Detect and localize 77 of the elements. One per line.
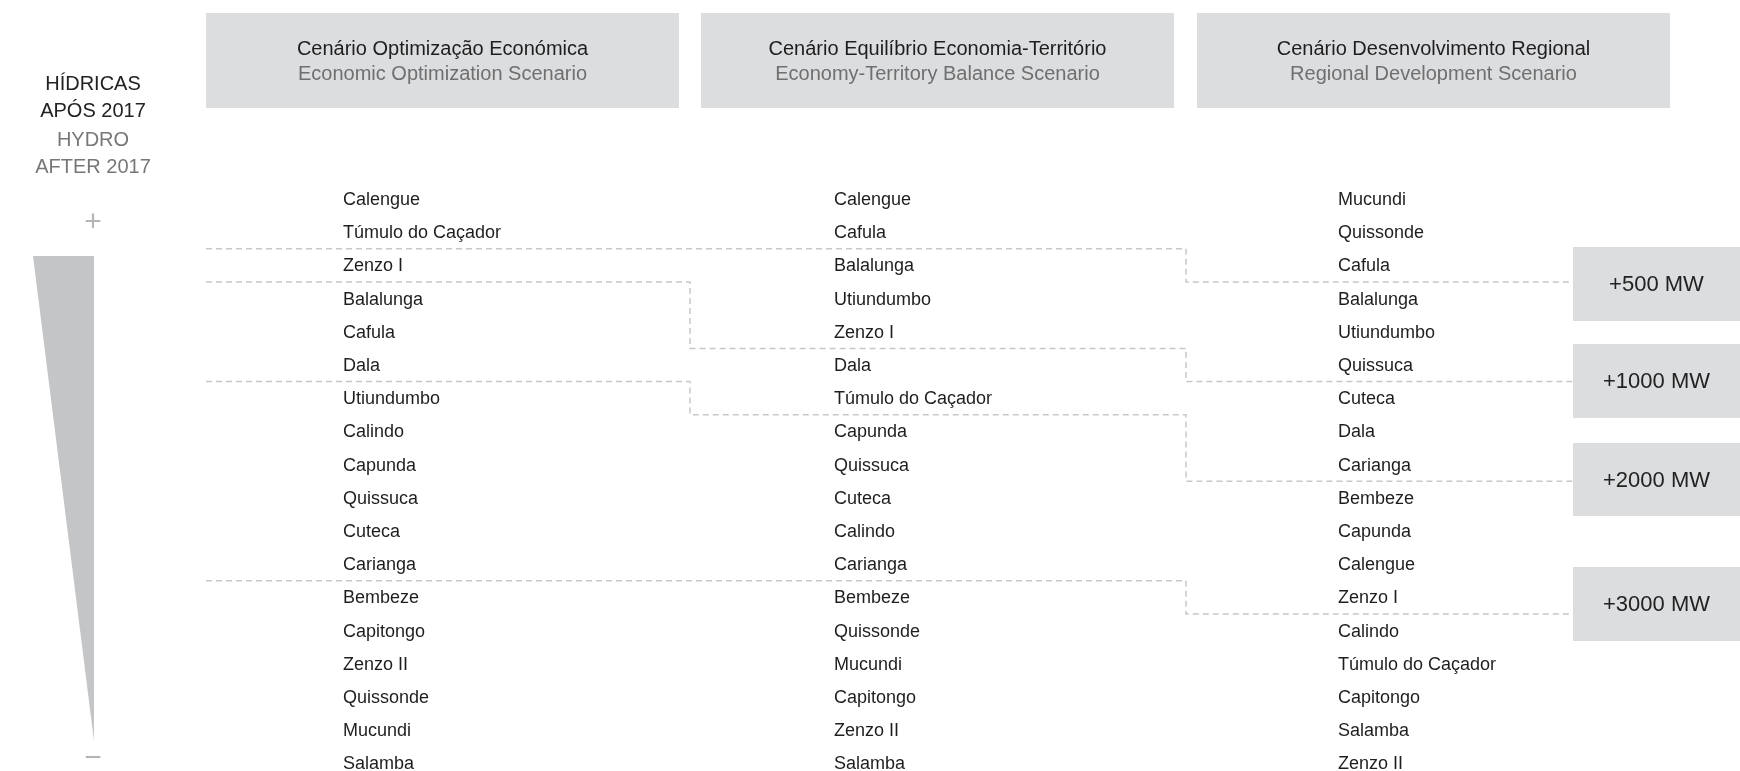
category-subtitle: HYDRO AFTER 2017 — [34, 127, 152, 179]
plant-name: Utiundumbo — [834, 289, 932, 308]
plant-name: Capunda — [1338, 522, 1412, 540]
plant-name: Bembeze — [1338, 488, 1415, 507]
plant-name: Zenzo II — [834, 721, 900, 740]
header-subtitle: Economic Optimization Scenario — [298, 60, 587, 86]
plant-name: Quissonde — [1338, 223, 1425, 242]
plant-name: Cafula — [1338, 256, 1391, 275]
plant-name: Calengue — [834, 190, 912, 208]
plant-name: Calindo — [1338, 621, 1400, 640]
plant-name: Calengue — [1338, 555, 1416, 574]
plant-name: Túmulo do Caçador — [1338, 654, 1497, 673]
capacity-label: +1000 MW — [1603, 368, 1710, 394]
plant-name: Capunda — [343, 455, 417, 474]
plant-name: Cuteca — [834, 488, 892, 507]
scenario-header — [701, 13, 1174, 108]
capacity-box — [1573, 567, 1740, 641]
plant-name: Balalunga — [834, 256, 915, 275]
plant-name: Balalunga — [343, 289, 424, 308]
capacity-box — [1573, 443, 1740, 516]
plant-name: Dala — [343, 356, 381, 374]
capacity-box — [1573, 344, 1740, 418]
plant-name: Bembeze — [343, 588, 420, 607]
header-title: Cenário Desenvolvimento Regional — [1276, 35, 1591, 61]
capacity-label: +500 MW — [1609, 271, 1704, 297]
plant-name: Salamba — [343, 754, 415, 771]
plant-name: Carianga — [343, 555, 417, 574]
plant-name: Zenzo I — [343, 256, 404, 275]
header-title: Cenário Optimização Económica — [296, 35, 589, 61]
plant-name: Quissonde — [343, 688, 430, 706]
minus-sign: − — [84, 742, 102, 771]
plant-name: Carianga — [1338, 455, 1412, 474]
plant-name: Cuteca — [343, 522, 401, 540]
plant-name: Capitongo — [834, 688, 917, 706]
plant-name: Cafula — [343, 322, 396, 341]
plant-name: Zenzo II — [343, 654, 409, 673]
plant-name: Quissuca — [343, 488, 419, 507]
plant-name: Túmulo do Caçador — [343, 223, 502, 242]
dashed-threshold-line — [205, 281, 1574, 383]
header-subtitle: Regional Development Scenario — [1290, 60, 1577, 86]
plant-name: Quissuca — [1338, 356, 1414, 374]
plant-name: Mucundi — [1338, 190, 1407, 208]
plant-name: Bembeze — [834, 588, 911, 607]
capacity-label: +2000 MW — [1603, 466, 1710, 493]
scenario-header — [1197, 13, 1670, 108]
plant-name: Calengue — [343, 190, 421, 208]
plant-name: Túmulo do Caçador — [834, 389, 993, 408]
plant-name: Capitongo — [1338, 688, 1421, 706]
plant-name: Cafula — [834, 223, 887, 242]
plant-name: Calindo — [834, 522, 896, 540]
plant-name: Salamba — [834, 754, 906, 771]
plant-name: Cuteca — [1338, 389, 1396, 408]
capacity-label: +3000 MW — [1603, 591, 1710, 617]
plant-name: Utiundumbo — [1338, 322, 1436, 341]
plant-name: Carianga — [834, 555, 908, 574]
plant-name: Quissonde — [834, 621, 921, 640]
dashed-threshold-line — [205, 380, 1574, 482]
plant-name: Dala — [834, 356, 872, 374]
plant-name: Mucundi — [834, 654, 903, 673]
category-title: HÍDRICAS APÓS 2017 — [39, 71, 147, 123]
capacity-box — [1573, 247, 1740, 321]
plant-name: Calindo — [343, 422, 405, 441]
plant-name: Balalunga — [1338, 289, 1419, 308]
plant-name: Capitongo — [343, 621, 426, 640]
plant-name: Mucundi — [343, 721, 412, 740]
plant-name: Zenzo I — [834, 322, 895, 341]
header-title: Cenário Equilíbrio Economia-Território — [768, 35, 1107, 61]
plant-name: Salamba — [1338, 721, 1410, 740]
scenario-header — [206, 13, 679, 108]
plant-name: Capunda — [834, 422, 908, 441]
header-subtitle: Economy-Territory Balance Scenario — [775, 60, 1100, 86]
plant-name: Zenzo II — [1338, 754, 1404, 771]
plant-name: Zenzo I — [1338, 588, 1399, 607]
plant-name: Quissuca — [834, 455, 910, 474]
plant-name: Utiundumbo — [343, 389, 441, 408]
plant-name: Dala — [1338, 422, 1376, 441]
plus-sign: + — [84, 206, 102, 236]
